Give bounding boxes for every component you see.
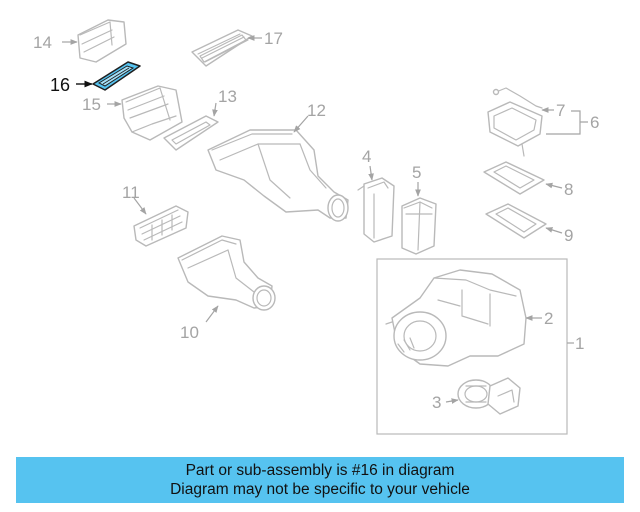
leader-11 <box>133 197 147 215</box>
callout-9[interactable]: 9 <box>564 226 573 245</box>
part-17-filter[interactable] <box>191 29 253 67</box>
callout-2[interactable]: 2 <box>544 309 553 328</box>
leader-4 <box>368 165 374 181</box>
leader-13 <box>212 102 218 117</box>
callout-11[interactable]: 11 <box>122 183 140 202</box>
part-15-duct[interactable] <box>121 85 183 141</box>
part-9-gasket[interactable] <box>485 203 547 239</box>
banner-line-1: Part or sub-assembly is #16 in diagram <box>185 462 455 479</box>
part-12-main-duct[interactable] <box>207 129 349 222</box>
leader-9 <box>545 227 563 234</box>
callout-5[interactable]: 5 <box>412 163 421 182</box>
part-13-seal[interactable] <box>163 115 219 151</box>
leader-6-bracket <box>546 110 588 135</box>
callout-4[interactable]: 4 <box>362 147 371 166</box>
callout-6[interactable]: 6 <box>590 113 599 132</box>
part-2-blower-housing[interactable] <box>385 269 527 367</box>
part-10-duct[interactable] <box>177 235 276 311</box>
leader-3 <box>445 398 459 404</box>
part-8-gasket[interactable] <box>483 161 545 195</box>
callout-3[interactable]: 3 <box>432 393 441 412</box>
banner-line-2: Diagram may not be specific to your vehi… <box>170 481 470 498</box>
assembly-1-frame <box>376 258 568 435</box>
callout-14[interactable]: 14 <box>33 33 52 52</box>
leader-8 <box>545 182 563 189</box>
callout-10[interactable]: 10 <box>180 323 199 342</box>
callout-1[interactable]: 1 <box>575 334 584 353</box>
info-banner: Part or sub-assembly is #16 in diagram D… <box>16 457 624 503</box>
part-14-duct[interactable] <box>77 19 127 63</box>
part-7-rod[interactable] <box>492 87 543 109</box>
part-11-vent[interactable] <box>133 205 189 247</box>
part-6-tray[interactable] <box>487 101 543 157</box>
leader-10 <box>205 305 219 323</box>
callout-13[interactable]: 13 <box>218 87 237 106</box>
part-16-gasket[interactable] <box>92 61 141 91</box>
callout-17[interactable]: 17 <box>264 29 283 48</box>
callout-12[interactable]: 12 <box>307 101 326 120</box>
part-3-blower-motor[interactable] <box>457 377 521 415</box>
leader-12 <box>293 115 309 133</box>
callout-8[interactable]: 8 <box>564 180 573 199</box>
callout-15[interactable]: 15 <box>82 95 101 114</box>
part-4-holder[interactable] <box>357 177 395 243</box>
callout-16[interactable]: 16 <box>50 75 70 95</box>
part-5-filter[interactable] <box>401 197 437 255</box>
callout-7[interactable]: 7 <box>556 101 565 120</box>
